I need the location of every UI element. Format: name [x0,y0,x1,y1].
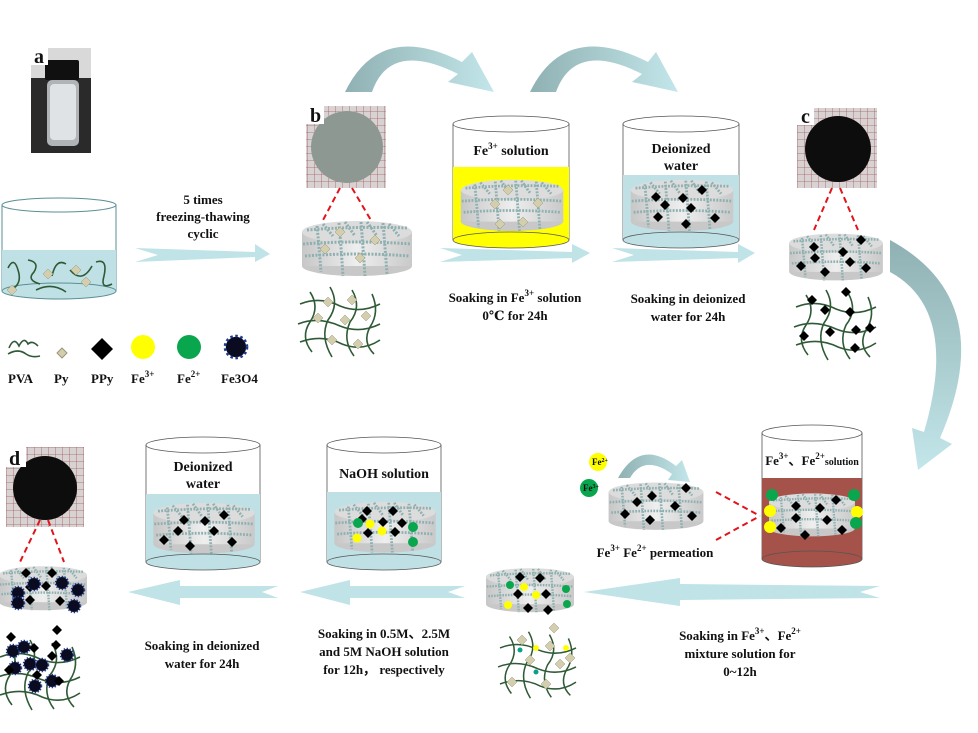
svg-text:and 5M NaOH solution: and 5M NaOH solution [319,644,449,659]
svg-text:0~12h: 0~12h [723,664,757,679]
panel-d-label: d [9,448,20,470]
arrow-freeze-thaw [135,244,270,262]
deionized-water-beaker-2: Deionized water [145,436,261,571]
svg-text:mixture solution for: mixture solution for [685,646,796,661]
svg-text:Fe3+: Fe3+ [583,483,600,493]
svg-text:for 12h， respectively: for 12h， respectively [323,662,445,677]
panel-a-label: a [34,46,44,68]
arrow-water-soak-1 [612,244,755,263]
arrow-water-soak-2 [128,580,278,605]
initial-solution-beaker [1,197,117,300]
curved-arrow-b-to-fe3 [345,46,494,92]
panel-b-hydrogel-photo: b [297,105,414,358]
svg-text:Fe2+: Fe2+ [592,457,609,467]
legend-label-py: Py [54,371,69,386]
svg-text:Soaking in deionized: Soaking in deionized [631,291,747,306]
svg-text:5 times: 5 times [183,192,222,207]
legend-label-fe3o4: Fe3O4 [221,371,258,386]
legend-label-fe2: Fe2+ [177,369,200,386]
curved-arrow-fe3-to-water [530,46,678,92]
svg-text:Deionized: Deionized [173,460,232,475]
panel-b-label: b [310,105,321,127]
panel-c-label: c [801,106,810,128]
legend-label-ppy: PPy [91,371,114,386]
freeze-thaw-caption: 5 times freezing-thawing cyclic [156,192,250,241]
legend-label-pva: PVA [8,371,34,386]
fe3-circle-icon [131,335,155,359]
water-soak-2-caption: Soaking in deionized water for 24h [145,638,261,671]
pva-chain-icon [7,339,41,358]
naoh-solution-beaker: NaOH solution [326,436,442,571]
permeation-caption: Fe3+ Fe2+ permeation [597,543,715,560]
svg-text:freezing-thawing: freezing-thawing [156,209,250,224]
svg-text:Soaking in Fe3+、Fe2+: Soaking in Fe3+、Fe2+ [679,626,801,643]
fe3o4-particle-icon [223,334,249,360]
panel-c-ppy-hydrogel-photo: c [787,106,885,361]
py-diamond-icon [56,347,68,359]
ion-loaded-hydrogel [484,567,577,700]
curved-arrow-c-to-mixture [890,240,962,470]
fe3-beaker-label: Fe3+ solution [473,141,549,159]
svg-text:0℃ for 24h: 0℃ for 24h [482,308,548,323]
svg-text:Soaking in 0.5M、2.5M: Soaking in 0.5M、2.5M [318,626,450,641]
svg-text:water for 24h: water for 24h [651,309,726,324]
mixture-beaker-label: Fe3+、Fe2+solution [765,451,859,468]
fe3-soak-caption: Soaking in Fe3+ solution 0℃ for 24h [449,288,583,323]
mixture-soak-caption: Soaking in Fe3+、Fe2+ mixture solution fo… [679,626,801,679]
svg-text:Deionized: Deionized [651,142,710,157]
svg-text:Soaking in deionized: Soaking in deionized [145,638,261,653]
legend-label-fe3: Fe3+ [131,369,154,386]
naoh-soak-caption: Soaking in 0.5M、2.5M and 5M NaOH solutio… [318,626,450,677]
permeation-illustration: Fe2+ Fe3+ Fe3+ Fe2+ permeation [580,453,714,560]
svg-text:water for 24h: water for 24h [165,656,240,671]
arrow-naoh-soak [300,580,465,605]
ppy-diamond-icon [91,338,113,360]
fe3-solution-beaker: Fe3+ solution [452,115,570,249]
arrow-mixture-soak [584,578,880,606]
panel-a-vial-photo: a [31,46,91,153]
arrow-fe3-soak [440,244,590,263]
svg-text:cyclic: cyclic [187,226,218,241]
svg-text:water: water [664,159,698,174]
panel-d-fe3o4-hydrogel-photo: d [0,447,89,711]
legend: PVA Py PPy Fe3+ Fe2+ Fe3O4 [7,334,258,386]
curved-arrow-permeation [618,454,690,482]
deionized-water-beaker-1: Deionized water [622,115,740,249]
svg-text:Soaking in Fe3+ solution: Soaking in Fe3+ solution [449,288,583,305]
fe2-circle-icon [177,335,201,359]
water-soak-1-caption: Soaking in deionized water for 24h [631,291,747,324]
svg-text:water: water [186,477,220,492]
svg-text:NaOH solution: NaOH solution [339,467,429,482]
mixture-solution-beaker: Fe3+、Fe2+solution [715,424,863,568]
